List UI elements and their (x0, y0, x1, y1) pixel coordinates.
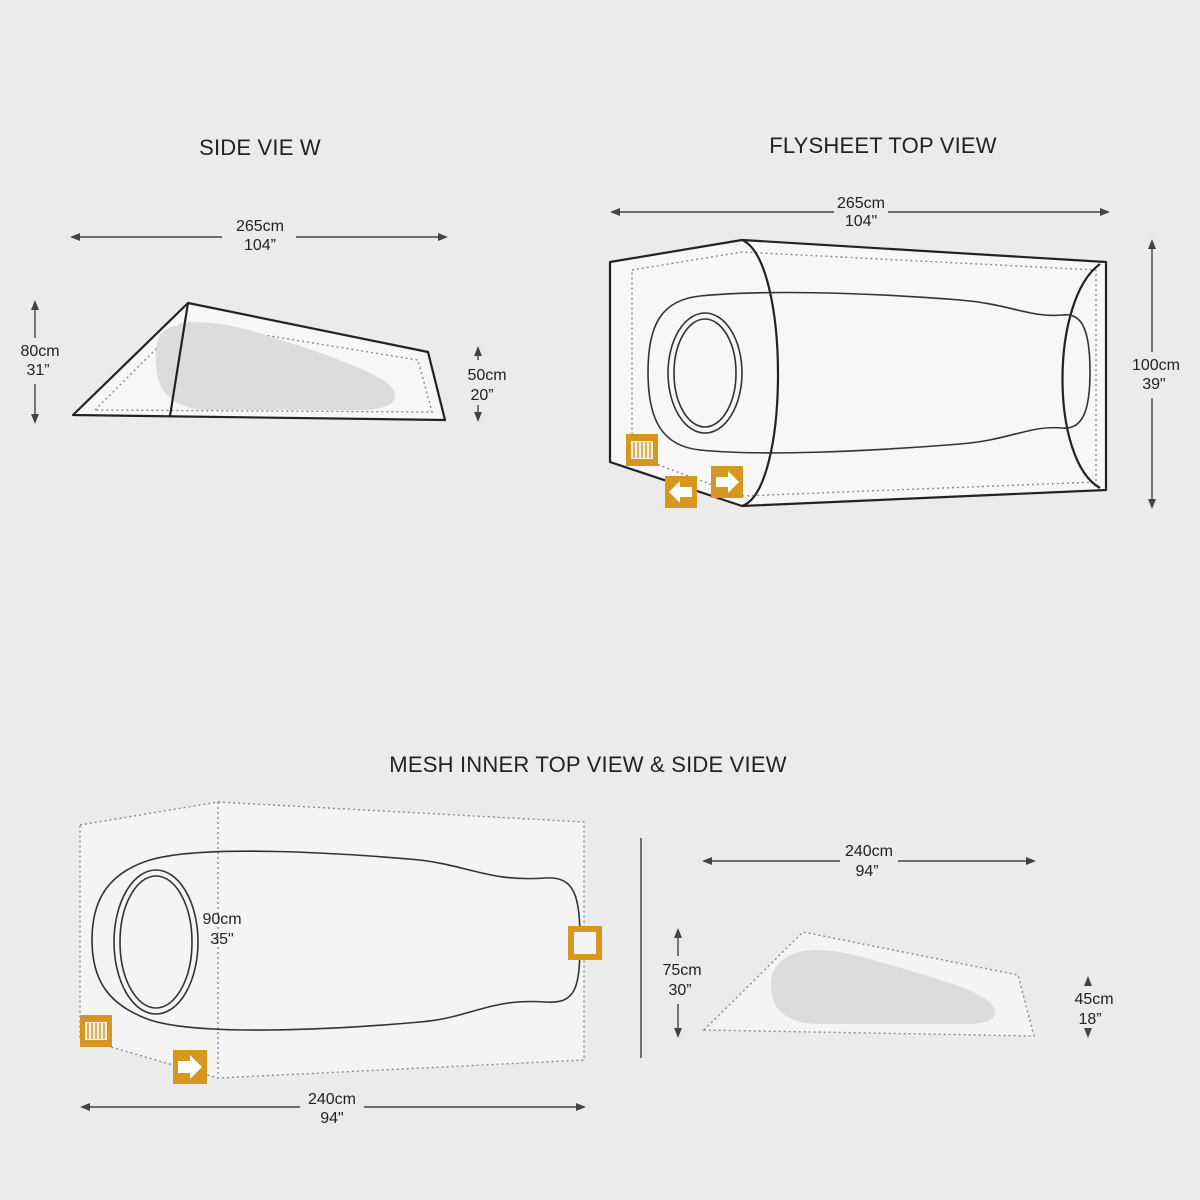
mesh-top-width-label: 90cm 35" (202, 911, 241, 948)
side-view-rear-height-in: 20” (470, 387, 493, 404)
mesh-side-rear-height-in: 18” (1078, 1011, 1101, 1028)
mesh-side-length-cm: 240cm (845, 843, 893, 860)
flysheet-top-view-section: FLYSHEET TOP VIEW 265cm 104" 100cm 39" (608, 133, 1180, 509)
mesh-inner-section: MESH INNER TOP VIEW & SIDE VIEW 90cm 35"… (79, 752, 1114, 1127)
mesh-top-length-in: 94" (320, 1110, 343, 1127)
mesh-side-rear-height-dimension: 45cm 18” (1074, 976, 1114, 1038)
flysheet-width-cm: 100cm (1132, 357, 1180, 374)
side-view-length-in: 104” (244, 237, 276, 254)
side-view-length-dimension: 265cm 104” (70, 218, 448, 254)
mesh-inner-title: MESH INNER TOP VIEW & SIDE VIEW (389, 752, 786, 777)
side-view-section: SIDE VIE W 265cm 104” 80cm 31” 50cm 2 (20, 135, 507, 424)
side-view-title: SIDE VIE W (199, 135, 321, 160)
mesh-top-width-cm: 90cm (202, 911, 241, 928)
side-view-front-height-in: 31” (26, 362, 49, 379)
mesh-side-front-height-dimension: 75cm 30” (662, 928, 702, 1038)
flysheet-width-dimension: 100cm 39" (1132, 239, 1180, 509)
flysheet-width-in: 39" (1142, 376, 1165, 393)
side-view-front-height-dimension: 80cm 31” (20, 300, 60, 424)
pocket-icon (568, 926, 602, 960)
mesh-inner-side-view (702, 931, 1035, 1037)
mesh-side-rear-height-cm: 45cm (1074, 991, 1113, 1008)
flysheet-length-dimension: 265cm 104" (610, 195, 1110, 230)
vent-icon (626, 434, 658, 466)
side-view-length-cm: 265cm (236, 218, 284, 235)
mesh-side-length-dimension: 240cm 94” (702, 843, 1036, 880)
arrow-right-icon (173, 1050, 207, 1084)
mesh-side-length-in: 94” (855, 863, 878, 880)
flysheet-length-in: 104" (845, 213, 877, 230)
flysheet-length-cm: 265cm (837, 195, 885, 212)
mesh-top-length-dimension: 240cm 94" (80, 1091, 586, 1127)
arrow-left-icon (665, 476, 697, 508)
mesh-top-length-cm: 240cm (308, 1091, 356, 1108)
side-view-tent-shape (71, 301, 447, 422)
mesh-side-front-height-cm: 75cm (662, 962, 701, 979)
mesh-inner-top-view (79, 801, 585, 1079)
flysheet-title: FLYSHEET TOP VIEW (769, 133, 997, 158)
vent-icon (80, 1015, 112, 1047)
arrow-right-icon (711, 466, 743, 498)
mesh-side-front-height-in: 30” (668, 982, 691, 999)
side-view-rear-height-dimension: 50cm 20” (467, 346, 507, 422)
side-view-front-height-cm: 80cm (20, 343, 59, 360)
mesh-top-width-in: 35" (210, 931, 233, 948)
side-view-rear-height-cm: 50cm (467, 367, 506, 384)
flysheet-outline (608, 238, 1108, 508)
